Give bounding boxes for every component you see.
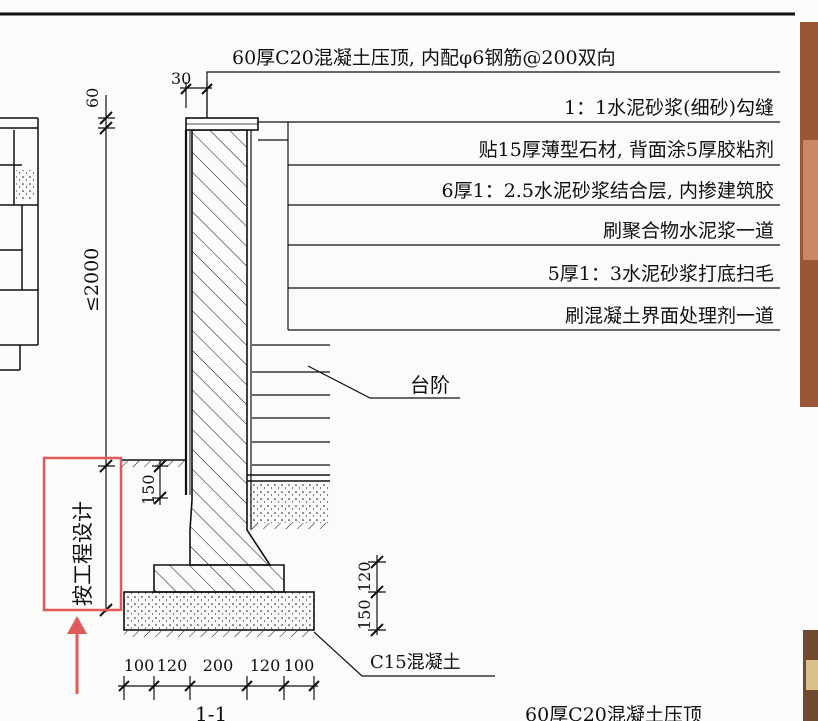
footing-step: [153, 564, 285, 593]
dim-base-5: 100: [284, 656, 315, 675]
annotation-steps: 台阶: [410, 373, 450, 397]
dim-coping-width: 30: [171, 69, 191, 88]
photo-strip-lower-light: [806, 660, 818, 690]
annotation-bonding: 6厚1：2.5水泥砂浆结合层, 内掺建筑胶: [442, 180, 774, 202]
highlight-box: [42, 456, 123, 612]
annotation-base-coat: 5厚1：3水泥砂浆打底扫毛: [548, 263, 774, 285]
dim-footing-lower: 150: [355, 599, 374, 630]
section-label: 1-1: [195, 702, 227, 721]
annotation-bottom-cutoff: 60厚C20混凝土压顶: [525, 704, 702, 721]
annotation-pointing: 1：1水泥砂浆(细砂)勾缝: [564, 97, 774, 119]
left-elevation-fragment: [0, 117, 39, 371]
highlight-arrow: [67, 616, 87, 694]
dim-wall-height: ≤2000: [81, 248, 103, 312]
annotation-stone: 贴15厚薄型石材, 背面涂5厚胶粘剂: [479, 139, 774, 161]
dim-embed-depth: 150: [139, 474, 158, 505]
photo-strip-upper-light: [803, 140, 818, 260]
annotation-coping: 60厚C20混凝土压顶, 内配φ6钢筋@200双向: [232, 47, 616, 69]
dim-coping-thickness: 60: [83, 88, 102, 108]
base-dimension-chain: [118, 676, 320, 700]
annotation-polymer: 刷聚合物水泥浆一道: [603, 220, 774, 242]
dim-base-4: 120: [250, 656, 281, 675]
dim-footing-upper: 120: [355, 561, 374, 592]
steps-lines: [252, 344, 460, 466]
annotation-leaders: [206, 71, 780, 677]
footing-dimension: [368, 555, 386, 637]
annotation-foundation: C15混凝土: [370, 652, 461, 673]
dim-base-1: 100: [124, 656, 155, 675]
c15-base: [123, 591, 315, 637]
dim-base-2: 120: [157, 656, 188, 675]
ground-left: [120, 459, 186, 467]
height-dimension: [98, 95, 115, 617]
right-fill-layers: [247, 474, 330, 529]
highlight-label: 按工程设计: [71, 501, 95, 606]
dim-base-3: 200: [203, 656, 234, 675]
annotation-interface: 刷混凝土界面处理剂一道: [565, 305, 774, 327]
